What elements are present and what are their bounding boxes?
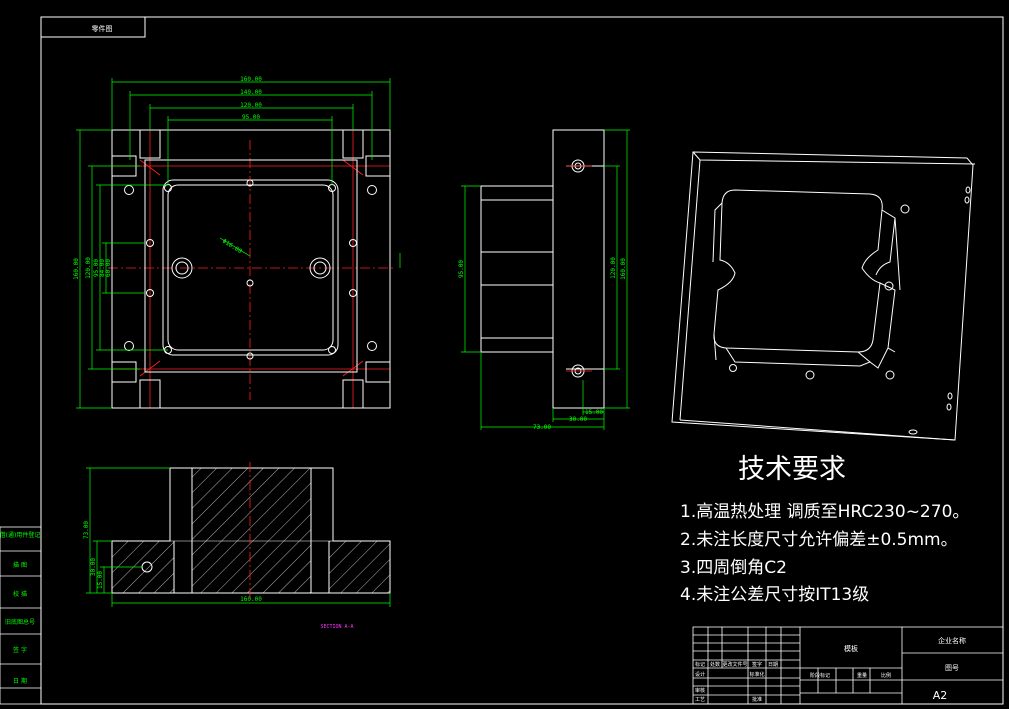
tb-approve: 批准 [752, 696, 762, 703]
dim-side-15: 15.00 [585, 409, 603, 416]
side-label-5: 日 期 [13, 677, 27, 685]
tb-design: 设计 [695, 671, 705, 678]
tb-row-count: 处数 [710, 661, 720, 668]
requirement-2: 2.未注长度尺寸允许偏差±0.5mm。 [680, 530, 958, 550]
requirement-4: 4.未注公差尺寸按IT13级 [680, 585, 869, 605]
tb-cell-weight: 重量 [857, 672, 867, 679]
dim-left-84: 84.00 [99, 259, 106, 277]
top-view: 160.00 140.00 120.00 95.00 Φ16.00 160.00… [73, 76, 401, 409]
dim-side-160: 160.00 [620, 258, 627, 280]
dim-left-95: 95.00 [93, 259, 100, 277]
dim-top-120: 120.00 [240, 102, 262, 109]
dim-side-120: 120.00 [610, 257, 617, 279]
tb-sheet-size: A2 [933, 689, 948, 702]
dim-section-160: 160.00 [240, 596, 262, 603]
dim-top-dia: Φ16.00 [221, 238, 243, 256]
side-strip [0, 526, 42, 705]
tb-company: 企业名称 [938, 636, 966, 645]
tb-cell-stage: 阶段标记 [810, 672, 830, 679]
tb-review: 审核 [695, 687, 705, 694]
section-label: SECTION A-A [320, 624, 353, 630]
tb-row-sign: 签字 [752, 661, 762, 668]
dim-left-60: 60.00 [105, 259, 112, 277]
title-block [692, 626, 1004, 705]
side-view: 95.00 120.00 160.00 15.00 30.00 73.00 [458, 129, 630, 431]
dim-left-160: 160.00 [73, 258, 80, 280]
tb-row-change: 更改文件号 [722, 661, 747, 668]
tb-row-mark: 标记 [695, 661, 705, 668]
frame-label: 零件图 [92, 24, 113, 33]
tb-part-name: 模板 [844, 644, 858, 653]
requirement-3: 3.四周倒角C2 [680, 558, 787, 578]
dim-side-73: 73.00 [533, 424, 551, 431]
dim-top-160: 160.00 [240, 76, 262, 83]
tb-standard: 标准化 [749, 671, 764, 678]
requirement-1: 1.高温热处理 调质至HRC230~270。 [680, 502, 969, 522]
dim-section-15: 15.00 [97, 571, 104, 589]
tb-row-date: 日期 [768, 662, 778, 668]
side-label-1: 描 图 [13, 561, 27, 569]
side-label-0: 借(通)用件登记 [0, 531, 40, 539]
side-label-2: 校 描 [13, 590, 27, 598]
dim-side-95: 95.00 [458, 260, 465, 278]
dim-section-73: 73.00 [83, 521, 90, 539]
isometric-view [671, 151, 976, 441]
dim-left-120: 120.00 [85, 257, 92, 279]
tb-process: 工艺 [695, 697, 705, 703]
tb-cell-scale: 比例 [881, 672, 891, 679]
side-label-3: 旧底图总号 [5, 618, 35, 626]
dim-side-30: 30.00 [569, 416, 587, 423]
tb-drawing-no: 图号 [945, 664, 959, 672]
dim-section-30: 30.00 [90, 558, 97, 576]
dim-top-95: 95.00 [242, 114, 260, 121]
dim-top-140: 140.00 [240, 89, 262, 96]
side-label-4: 签 字 [13, 646, 27, 654]
section-view: 73.00 30.00 15.00 160.00 SECTION A-A [83, 462, 391, 630]
requirements-title: 技术要求 [738, 454, 846, 485]
drawing-frame [40, 16, 1004, 705]
